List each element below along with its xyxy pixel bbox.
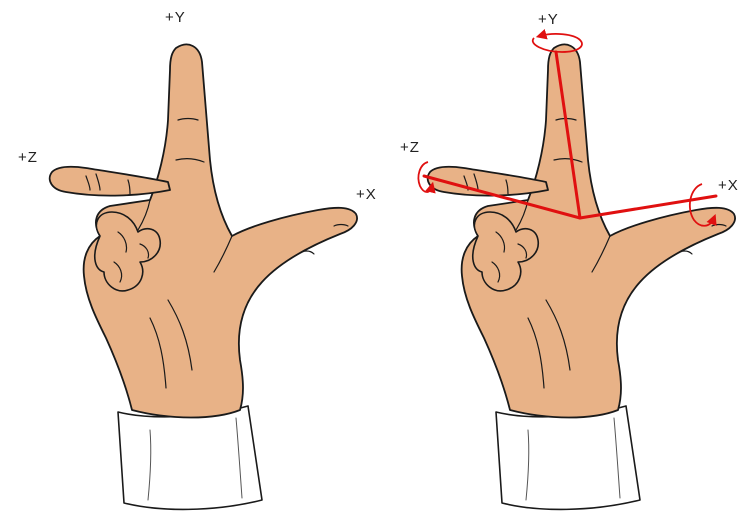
y-axis-line xyxy=(554,50,582,220)
right-y-axis-label: +Y xyxy=(538,11,559,28)
x-rotation-arrow-icon xyxy=(688,183,717,227)
left-y-axis-label: +Y xyxy=(165,9,186,26)
x-axis-line xyxy=(578,194,718,220)
left-hand-diagram: +Y +Z +X xyxy=(18,9,377,511)
right-z-axis-label: +Z xyxy=(400,139,420,156)
right-x-axis-label: +X xyxy=(718,177,739,194)
right-hand-rule-with-axes-icon xyxy=(426,43,736,511)
left-x-axis-label: +X xyxy=(356,186,377,203)
y-rotation-arrow-icon xyxy=(531,29,583,53)
axis-lines xyxy=(422,50,718,220)
left-z-axis-label: +Z xyxy=(18,149,38,166)
right-hand-diagram: +Y +Z +X xyxy=(400,11,739,511)
z-rotation-arrow-icon xyxy=(417,161,436,194)
rotation-arrows xyxy=(417,29,717,227)
right-hand-rule-icon xyxy=(48,43,358,511)
z-axis-line xyxy=(422,174,582,220)
